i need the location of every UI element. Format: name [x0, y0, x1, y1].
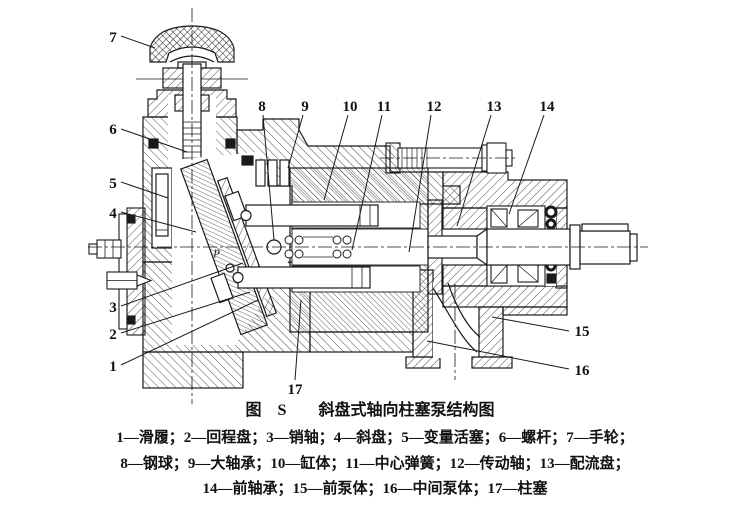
callout-12: 12: [427, 99, 442, 115]
big-bearing-roller: [255, 159, 266, 187]
callout-3: 3: [109, 300, 117, 316]
leader-2: [120, 291, 251, 334]
piston-lower: [237, 266, 371, 289]
shaft-key: [581, 223, 629, 232]
callout-16: 16: [575, 363, 591, 379]
big-bearing-roller: [279, 159, 290, 187]
variable-piston: [155, 173, 169, 237]
caption-line-1: 1—滑履；2—回程盘；3—销轴；4—斜盘；5—变量活塞；6—螺杆；7—手轮；: [116, 428, 634, 446]
callout-7: 7: [109, 30, 117, 46]
seal-block: [225, 138, 236, 149]
callout-15: 15: [575, 324, 590, 340]
leader-15: [491, 316, 570, 332]
leader-7: [120, 35, 156, 49]
leader-4: [120, 211, 197, 233]
leader-6: [120, 128, 188, 153]
assembly-bolt: [385, 142, 513, 174]
callout-2: 2: [109, 327, 117, 343]
leader-10: [323, 114, 349, 201]
callout-numbers: 7 6 5 4 3 2 1 8 9 10 11 12 13 14 15 16 1…: [109, 30, 590, 398]
leader-16: [426, 340, 570, 370]
cylinder-block-group: [232, 167, 443, 333]
base-foot: [142, 351, 244, 389]
hex-fitting: [96, 239, 122, 259]
callout-13: 13: [487, 99, 502, 115]
leader-14: [508, 114, 545, 215]
caption-line-3: 14—前轴承；15—前泵体；16—中间泵体；17—柱塞: [202, 479, 548, 497]
front-flange-step: [502, 306, 568, 316]
front-bearing-group: [486, 205, 558, 287]
seal-block: [148, 138, 159, 149]
leader-17: [294, 299, 302, 381]
leader-9: [287, 114, 304, 169]
callout-1: 1: [109, 359, 117, 375]
drive-shaft-group: [427, 223, 638, 270]
swash-plate: [179, 158, 269, 336]
callout-4: 4: [109, 206, 117, 222]
callout-9: 9: [301, 99, 309, 115]
middle-pump-body-bottom: [309, 331, 414, 353]
callout-14: 14: [540, 99, 556, 115]
drive-shaft-end: [579, 230, 631, 265]
leader-5: [120, 181, 169, 199]
center-spring: [284, 235, 352, 259]
passage-curve: [432, 287, 478, 353]
callout-8: 8: [258, 99, 266, 115]
left-end-plate: [88, 207, 153, 336]
callout-17: 17: [288, 382, 304, 398]
leader-8: [262, 114, 275, 241]
seal-block: [126, 214, 136, 224]
seal-block: [241, 155, 254, 166]
figure-title: 图 S 斜盘式轴向柱塞泵结构图: [246, 400, 495, 419]
shaft-seal: [544, 205, 558, 219]
leader-1: [120, 299, 259, 366]
callout-6: 6: [109, 122, 117, 138]
centerlines: [88, 8, 648, 404]
seal-block: [546, 273, 557, 284]
shaft-seal: [545, 218, 557, 230]
callout-11: 11: [377, 99, 391, 115]
front-pump-body-lower-left: [442, 264, 488, 287]
leader-11: [351, 114, 383, 251]
pressure-note: p: [213, 244, 220, 258]
leader-3: [120, 262, 244, 307]
leader-12: [408, 114, 432, 253]
seal-block: [126, 315, 136, 325]
front-pump-body-upper-left: [442, 207, 488, 230]
flange-foot: [405, 356, 441, 369]
slipper: [210, 272, 234, 304]
front-pump-body-bottom: [442, 285, 568, 308]
leader-13: [456, 114, 492, 227]
front-body-foot: [471, 356, 513, 369]
caption-line-2: 8—钢球；9—大轴承；10—缸体；11—中心弹簧；12—传动轴；13—配流盘；: [120, 454, 629, 472]
leader-lines: [120, 35, 570, 381]
figure-caption: 图 S 斜盘式轴向柱塞泵结构图 1—滑履；2—回程盘；3—销轴；4—斜盘；5—变…: [116, 400, 634, 497]
callout-10: 10: [343, 99, 358, 115]
front-body-leg: [478, 306, 504, 358]
front-pump-body-top: [442, 171, 568, 209]
callout-5: 5: [109, 176, 117, 192]
